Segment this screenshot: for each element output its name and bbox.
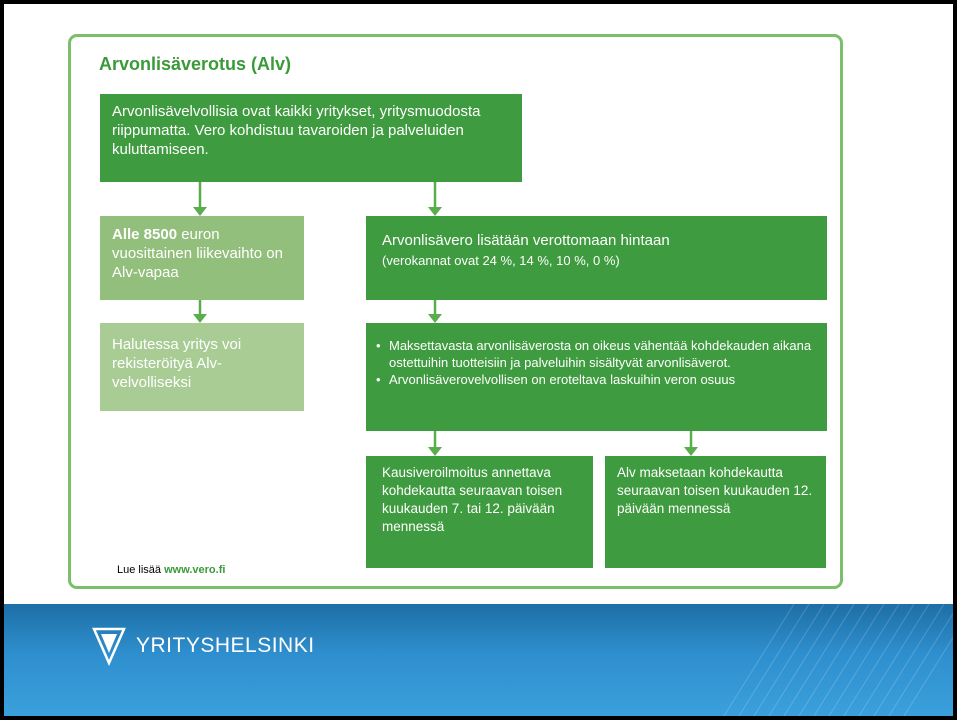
slide-title: Arvonlisäverotus (Alv) [99,54,292,74]
logo-wordmark: YRITYSHELSINKI [136,634,315,657]
payment-box: Alv maksetaan kohdekautta seuraavan tois… [605,456,826,568]
slide: Arvonlisäverotus (Alv) Arvonlisävelvolli… [4,4,953,716]
voluntary-registration-box: Halutessa yritys voi rekisteröityä Alv-v… [100,323,304,411]
footer-band: YRITYSHELSINKI [4,604,953,716]
vat-rates-text: (verokannat ovat 24 %, 14 %, 10 %, 0 %) [382,253,620,268]
exemption-box: Alle 8500 euron vuosittainen liikevaihto… [100,216,304,300]
read-more-note: Lue lisää www.vero.fi [117,564,225,576]
exemption-threshold: Alle 8500 [112,226,178,243]
deduction-list: Maksettavasta arvonlisäverosta on oikeus… [376,337,817,388]
vat-added-text: Arvonlisävero lisätään verottomaan hinta… [382,232,670,249]
logo-mark-icon [92,627,126,666]
exemption-text: euron vuosittainen liikevaihto on Alv-va… [112,226,283,281]
read-more-prefix: Lue lisää [117,564,165,576]
flow-arrows [193,182,698,456]
yrityshelsinki-logo: YRITYSHELSINKI [92,624,315,668]
deduction-bullet-2: Arvonlisäverovelvollisen on eroteltava l… [376,371,817,388]
deduction-bullet-1: Maksettavasta arvonlisäverosta on oikeus… [376,337,817,371]
vat-added-box: Arvonlisävero lisätään verottomaan hinta… [366,216,827,300]
deduction-box: Maksettavasta arvonlisäverosta on oikeus… [366,323,827,431]
vero-link[interactable]: www.vero.fi [164,564,226,576]
band-stripes [723,604,953,716]
intro-box: Arvonlisävelvollisia ovat kaikki yrityks… [100,94,522,182]
tax-return-box: Kausiveroilmoitus annettava kohdekautta … [366,456,593,568]
